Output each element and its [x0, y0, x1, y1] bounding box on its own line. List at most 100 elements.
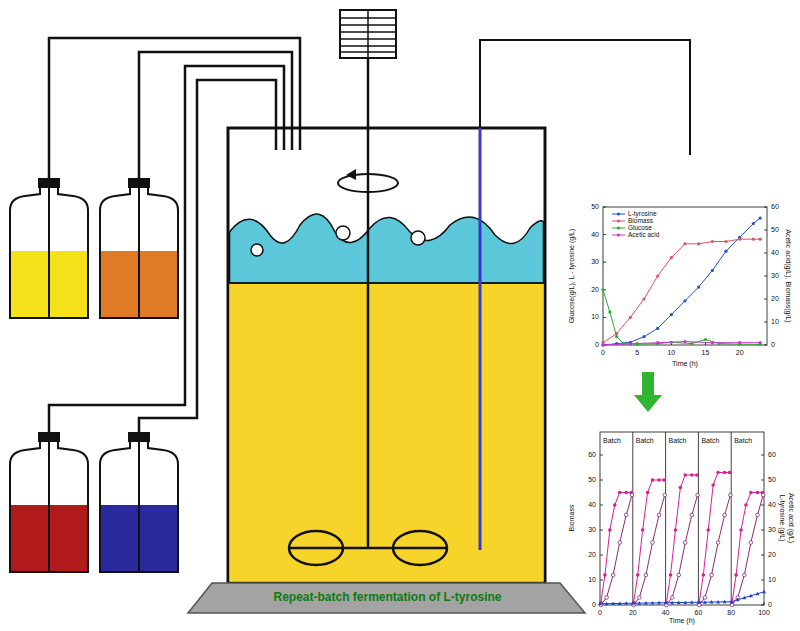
dip-tube	[48, 442, 50, 571]
data-point	[601, 343, 604, 346]
data-point	[729, 493, 733, 497]
data-point	[669, 573, 673, 577]
data-point	[618, 601, 622, 605]
data-curve	[634, 480, 664, 603]
data-curve	[601, 495, 632, 605]
data-point	[605, 602, 609, 606]
chart-text: 60	[588, 451, 596, 459]
legend-text: Glucose	[628, 224, 652, 231]
data-point	[677, 601, 681, 605]
tick	[761, 505, 764, 506]
inlet-pipe	[276, 128, 300, 150]
data-point	[744, 503, 748, 507]
bottle-cap	[38, 432, 60, 442]
data-point	[657, 513, 661, 517]
inlet-pipe	[299, 128, 302, 150]
data-point	[749, 541, 753, 545]
data-point	[598, 602, 602, 606]
data-point	[759, 216, 762, 219]
data-point	[624, 601, 628, 605]
chart-panel: Glucose(g/L), L - tyrosine (g/L) Acetic a…	[562, 196, 800, 370]
base-plate	[188, 583, 585, 613]
data-point	[690, 600, 694, 604]
tick	[603, 317, 606, 318]
tick	[764, 230, 767, 231]
chart-text: 20	[629, 609, 637, 617]
data-point	[611, 602, 615, 606]
tick	[761, 555, 764, 556]
data-point	[629, 342, 632, 345]
data-point	[749, 491, 753, 495]
data-curve	[603, 290, 760, 345]
bottle-cap	[128, 432, 150, 442]
batch-divider	[731, 432, 732, 605]
data-point	[711, 341, 714, 344]
chart-text: 40	[768, 501, 776, 509]
data-point	[683, 473, 687, 477]
chart-text: 50	[591, 203, 599, 211]
data-point	[624, 513, 628, 517]
data-curve	[666, 475, 696, 603]
legend-sample	[617, 212, 620, 215]
chart-text: Glucose(g/L), L - tyrosine (g/L)	[568, 229, 576, 324]
data-point	[710, 573, 714, 577]
flow-arrow	[642, 372, 654, 395]
data-point	[759, 341, 762, 344]
data-point	[683, 541, 687, 545]
chart-text: 80	[727, 609, 735, 617]
data-point	[723, 471, 727, 475]
chart-text: 0	[601, 349, 605, 357]
data-point	[723, 600, 727, 604]
bubble	[336, 226, 350, 240]
chart-text: Acetic acid(g/L), Biomass(g/L)	[784, 229, 792, 322]
data-curve	[601, 493, 631, 603]
legend-text: Biomass	[628, 217, 653, 224]
data-curve	[732, 493, 762, 603]
data-point	[663, 493, 667, 497]
data-point	[743, 573, 747, 577]
chart-text: 0	[771, 341, 775, 349]
data-point	[738, 238, 741, 241]
data-curve	[600, 592, 764, 604]
data-point	[703, 596, 707, 600]
chart-text: 0	[768, 601, 772, 609]
data-curve	[634, 495, 665, 605]
chart-text: 20	[768, 551, 776, 559]
data-point	[749, 594, 753, 598]
dip-tube	[48, 188, 50, 317]
data-point	[752, 222, 755, 225]
chart-text: 5	[635, 349, 639, 357]
data-point	[656, 327, 659, 330]
tick	[764, 253, 767, 254]
data-point	[664, 601, 668, 605]
plot-frame	[600, 432, 764, 605]
feed-bottle	[10, 185, 88, 318]
data-point	[679, 486, 683, 490]
chart-text: 20	[591, 286, 599, 294]
data-point	[730, 603, 734, 607]
dip-tube	[138, 188, 140, 317]
data-point	[696, 493, 700, 497]
data-point	[697, 285, 700, 288]
data-point	[704, 338, 707, 341]
data-curve	[666, 495, 697, 605]
broth	[230, 283, 544, 582]
chart-text: 60	[694, 609, 702, 617]
impeller	[290, 547, 446, 550]
data-point	[734, 573, 738, 577]
tick	[764, 299, 767, 300]
legend-sample	[617, 233, 620, 236]
data-point	[755, 592, 759, 596]
caption-text: Repeat-batch fermentation of L-tyrosine	[273, 591, 501, 604]
chart-text: 10	[771, 318, 779, 326]
data-point	[683, 340, 686, 343]
data-point	[702, 573, 706, 577]
tick	[600, 480, 603, 481]
feed-bottle	[10, 178, 88, 318]
data-point	[605, 596, 609, 600]
chart-text: Time (h)	[672, 360, 698, 368]
chart-text: Time (h)	[669, 617, 695, 625]
data-point	[683, 600, 687, 604]
inlet-pipe	[283, 128, 286, 150]
